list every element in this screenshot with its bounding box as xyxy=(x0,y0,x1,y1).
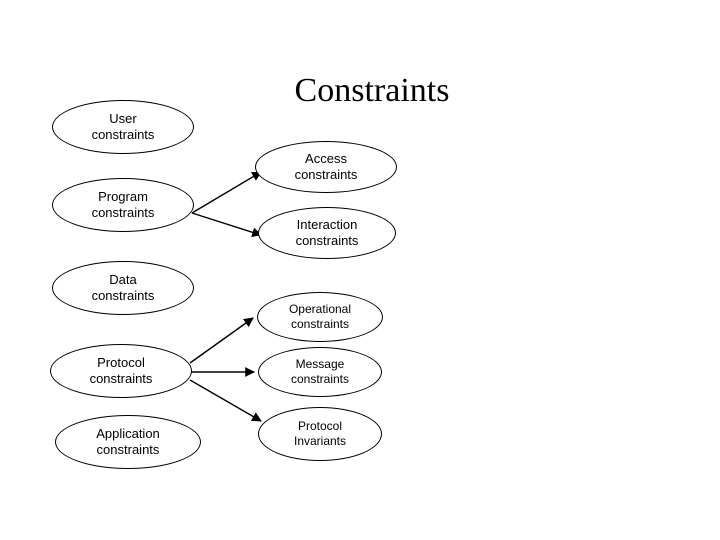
node-protocol-constraints-line2: constraints xyxy=(89,371,153,386)
node-protocol-constraints[interactable]: Protocol constraints xyxy=(50,344,192,398)
node-message-constraints[interactable]: Message constraints xyxy=(258,347,382,397)
node-data-constraints[interactable]: Data constraints xyxy=(52,261,194,315)
node-interaction-constraints-line2: constraints xyxy=(295,233,359,248)
node-access-constraints-line2: constraints xyxy=(294,167,358,182)
node-data-constraints-line2: constraints xyxy=(91,288,155,303)
edge-protocol-operational xyxy=(189,317,254,364)
node-operational-constraints-line1: Operational xyxy=(288,302,352,316)
node-access-constraints-line1: Access xyxy=(305,150,347,166)
node-application-constraints[interactable]: Application constraints xyxy=(55,415,201,469)
node-program-constraints-line2: constraints xyxy=(91,205,155,220)
node-user-constraints-line2: constraints xyxy=(91,127,155,142)
node-user-constraints-line1: User xyxy=(109,110,137,126)
node-protocol-constraints-line1: Protocol xyxy=(97,354,145,370)
node-protocol-invariants-line2: Invariants xyxy=(293,434,347,448)
node-program-constraints[interactable]: Program constraints xyxy=(52,178,194,232)
edge-protocol-invariants xyxy=(189,379,262,422)
edge-program-access xyxy=(191,171,262,214)
node-protocol-invariants[interactable]: Protocol Invariants xyxy=(258,407,382,461)
edge-program-interaction xyxy=(191,212,262,237)
node-interaction-constraints-line1: Interaction xyxy=(296,216,358,232)
node-operational-constraints[interactable]: Operational constraints xyxy=(257,292,383,342)
node-protocol-invariants-line1: Protocol xyxy=(297,419,343,433)
node-data-constraints-line1: Data xyxy=(109,271,137,287)
node-application-constraints-line2: constraints xyxy=(96,442,160,457)
node-access-constraints[interactable]: Access constraints xyxy=(255,141,397,193)
node-application-constraints-line1: Application xyxy=(96,425,160,441)
node-operational-constraints-line2: constraints xyxy=(290,317,349,331)
node-message-constraints-line1: Message xyxy=(295,357,345,371)
node-message-constraints-line2: constraints xyxy=(290,372,350,386)
node-user-constraints[interactable]: User constraints xyxy=(52,100,194,154)
node-program-constraints-line1: Program xyxy=(98,188,148,204)
node-interaction-constraints[interactable]: Interaction constraints xyxy=(258,207,396,259)
page-title: Constraints xyxy=(294,72,450,109)
